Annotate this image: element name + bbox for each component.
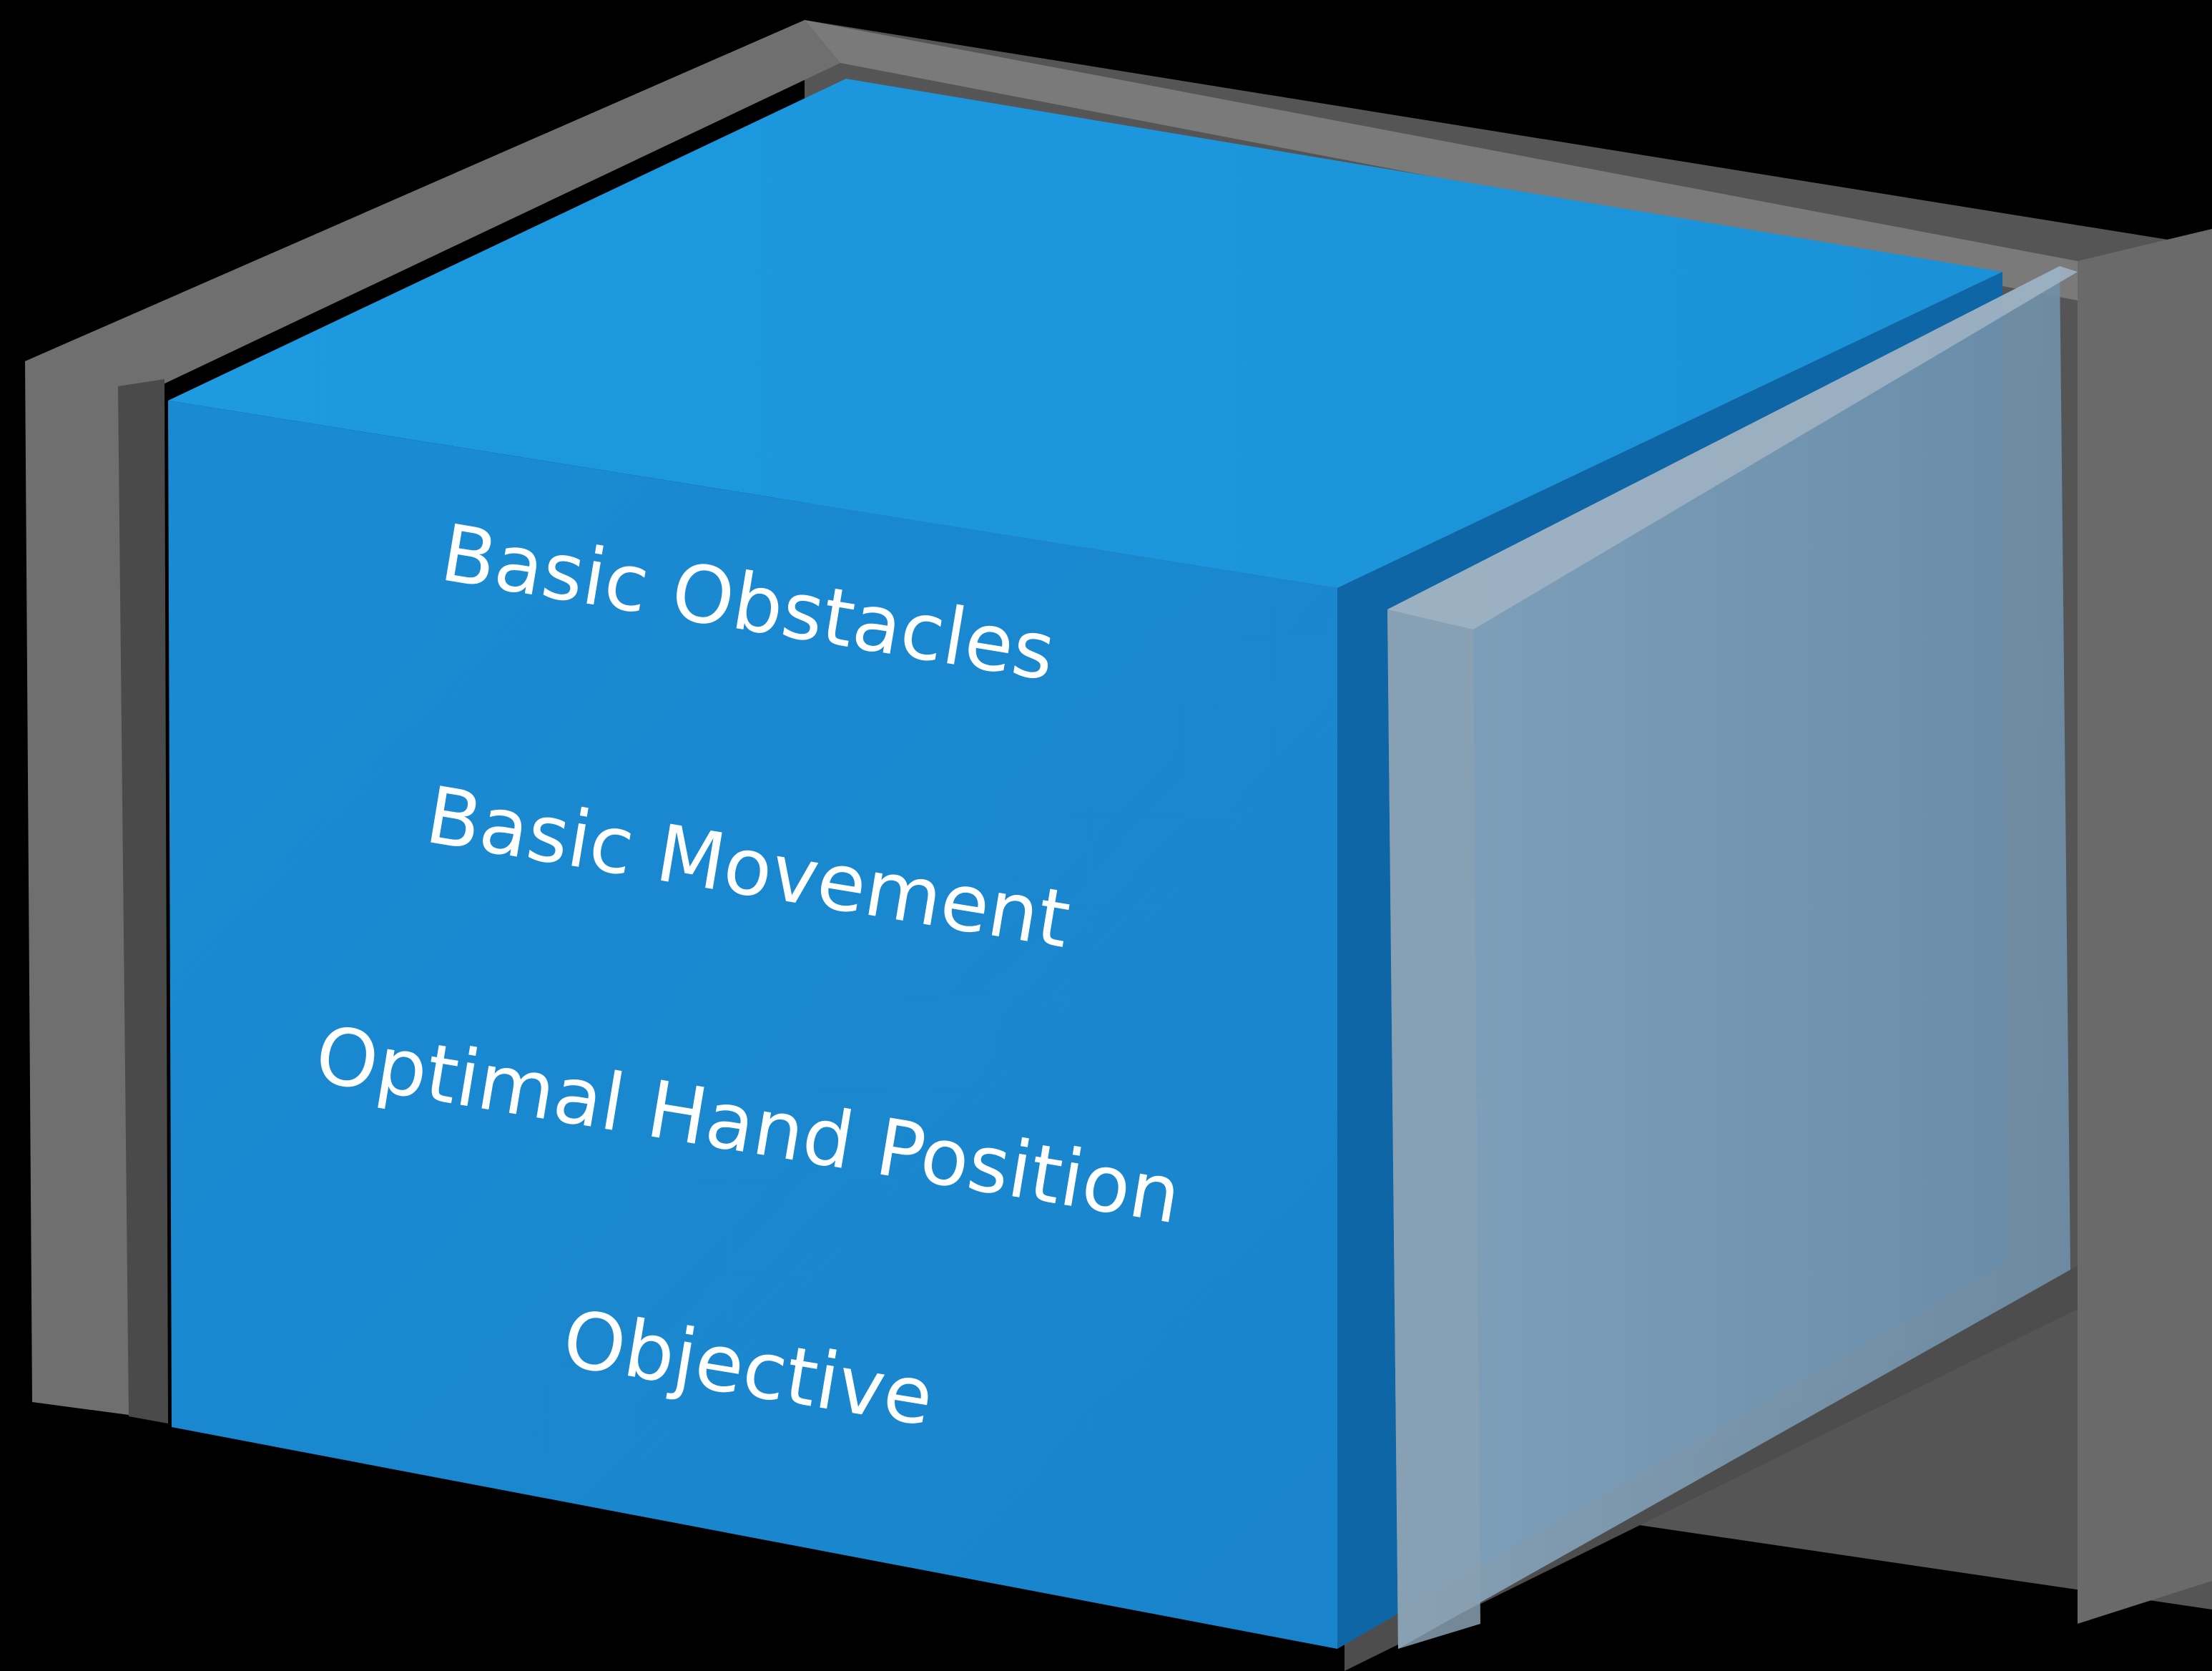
glass-left-inner-face [118, 379, 168, 1423]
glass-right-panel-edge [1387, 609, 1480, 1649]
glass-top-rim [805, 20, 2078, 300]
cube-top-face [168, 79, 2002, 588]
glass-right-front-panel [1387, 266, 2078, 1649]
glass-left-panel [25, 20, 840, 1416]
glass-right-panel-face [1387, 266, 2070, 1649]
glass-right-panel-top-edge [1387, 266, 2078, 629]
glass-right-back-panel [2078, 229, 2212, 1624]
cube-front-face [168, 401, 1337, 1649]
